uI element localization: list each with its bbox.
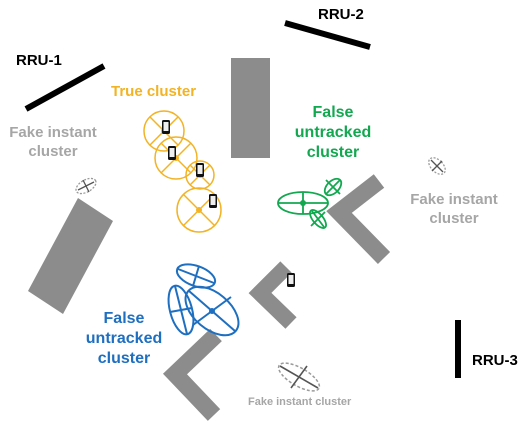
rru-3-label: RRU-3 xyxy=(472,352,518,369)
true-cluster-circle xyxy=(154,136,198,180)
fake-instant-cluster-right-label: Fake instant cluster xyxy=(410,191,498,229)
false-untracked-cluster-green-label: False untracked cluster xyxy=(295,103,371,163)
green-label-line-1: False xyxy=(312,104,354,121)
fake-instant-cluster-bottom-label: Fake instant cluster xyxy=(248,396,352,408)
true-cluster-circle xyxy=(143,110,185,152)
false-untracked-blue-shapes xyxy=(167,263,240,337)
fake-instant-bottom-shape xyxy=(277,362,321,392)
blue-label-line-1: False xyxy=(103,310,145,327)
false-untracked-cluster-blue-label: False untracked cluster xyxy=(86,309,162,369)
obstacle-chevron-bottom xyxy=(162,328,222,421)
obstacle-block-top xyxy=(231,58,270,158)
mobile-phone-icon xyxy=(168,146,176,160)
green-label-line-3: cluster xyxy=(306,144,360,161)
blue-cluster-ellipse xyxy=(184,285,240,337)
fake-instant-right-line-1: Fake instant xyxy=(410,191,498,208)
mobile-phone-icon xyxy=(196,163,204,177)
obstacle-block-left xyxy=(28,198,113,314)
rru-1-bar xyxy=(24,63,106,112)
true-cluster-label: True cluster xyxy=(111,83,197,100)
rru-1-label: RRU-1 xyxy=(16,52,62,69)
fake-instant-left-line-2: cluster xyxy=(28,142,78,160)
fake-instant-right-line-2: cluster xyxy=(429,209,479,227)
fake-instant-right-shape xyxy=(428,157,446,175)
fake-instant-cluster-left-label: Fake instant cluster xyxy=(9,124,97,162)
green-label-line-2: untracked xyxy=(294,124,372,141)
fake-instant-left-shape xyxy=(75,177,97,195)
blue-label-line-2: untracked xyxy=(85,330,163,347)
rru-2-bar xyxy=(284,20,371,50)
mobile-phone-icon xyxy=(209,194,217,208)
obstacle-chevron-right xyxy=(326,174,391,264)
rru-2-label: RRU-2 xyxy=(318,6,364,23)
fake-instant-left-line-1: Fake instant xyxy=(9,124,97,141)
true-cluster-circle xyxy=(176,187,222,233)
true-cluster-shapes xyxy=(143,110,222,233)
mobile-phone-icon xyxy=(162,120,170,134)
true-cluster-circle xyxy=(185,160,215,190)
false-untracked-green-shapes xyxy=(277,177,343,229)
mobile-phone-icon xyxy=(287,273,295,287)
blue-label-line-3: cluster xyxy=(97,350,151,367)
obstacle-chevron-middle xyxy=(248,261,297,329)
